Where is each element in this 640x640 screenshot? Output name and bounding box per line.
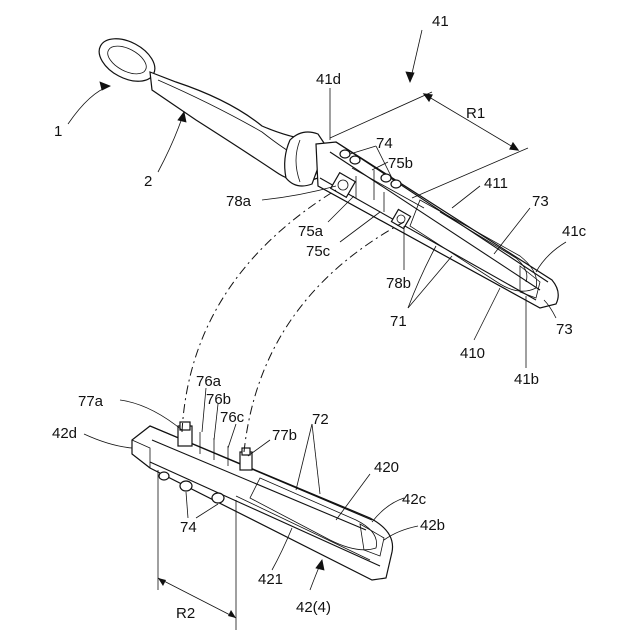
protrusion-74-d xyxy=(391,180,401,188)
label-72: 72 xyxy=(312,411,329,428)
label-421: 421 xyxy=(258,571,283,588)
label-75b: 75b xyxy=(388,155,413,172)
protrusion-74-b xyxy=(350,156,360,164)
label-1: 1 xyxy=(54,123,62,140)
label-76b: 76b xyxy=(206,391,231,408)
label-2: 2 xyxy=(144,173,152,190)
label-74-bottom: 74 xyxy=(180,519,197,536)
label-r2: R2 xyxy=(176,605,195,622)
label-77a: 77a xyxy=(78,393,104,410)
protrusion-74-c xyxy=(381,174,391,182)
r1-arrow-line xyxy=(424,94,518,150)
head-41-bottom-rail xyxy=(320,178,536,300)
post-77a-cap xyxy=(180,422,190,430)
r2-arrow-line xyxy=(158,578,236,618)
label-42c: 42c xyxy=(402,491,427,508)
protrusion-74-a xyxy=(340,150,350,158)
label-420: 420 xyxy=(374,459,399,476)
head-41-inner-rail xyxy=(330,152,540,290)
label-73-a: 73 xyxy=(532,193,549,210)
part-42-body xyxy=(132,426,393,580)
protrusion-74-f xyxy=(212,493,224,503)
label-78b: 78b xyxy=(386,275,411,292)
label-76a: 76a xyxy=(196,373,222,390)
label-73-b: 73 xyxy=(556,321,573,338)
label-42d: 42d xyxy=(52,425,77,442)
protrusion-74-e xyxy=(180,481,192,491)
label-41d: 41d xyxy=(316,71,341,88)
post-77b-cap xyxy=(242,448,250,455)
label-75c: 75c xyxy=(306,243,331,260)
label-42-4: 42(4) xyxy=(296,599,331,616)
label-41c: 41c xyxy=(562,223,587,240)
label-410: 410 xyxy=(460,345,485,362)
label-76c: 76c xyxy=(220,409,245,426)
label-78a: 78a xyxy=(226,193,252,210)
label-r1: R1 xyxy=(466,105,485,122)
label-77b: 77b xyxy=(272,427,297,444)
label-41b: 41b xyxy=(514,371,539,388)
label-74-top: 74 xyxy=(376,135,393,152)
label-411: 411 xyxy=(484,175,508,192)
label-71: 71 xyxy=(390,313,407,330)
label-41: 41 xyxy=(432,13,449,30)
label-75a: 75a xyxy=(298,223,324,240)
label-42b: 42b xyxy=(420,517,445,534)
protrusion-74-g xyxy=(159,472,169,480)
